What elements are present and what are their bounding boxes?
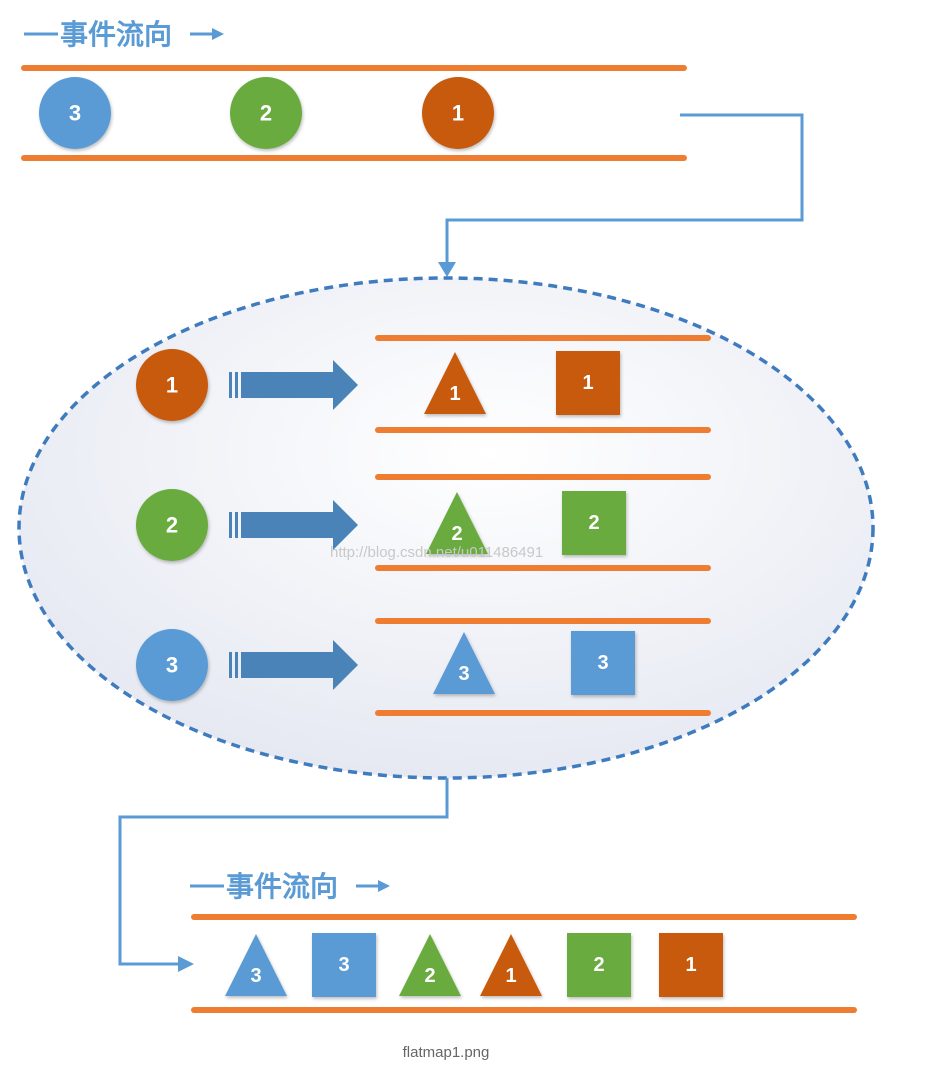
bottom-title: 事件流向 [190,870,390,903]
arrow-stripe [229,512,232,538]
caption: flatmap1.png [403,1044,490,1061]
triangle-shape [399,934,461,996]
event-label: 1 [505,965,516,987]
event-label: 1 [582,372,593,394]
event-circle: 3 [136,629,208,701]
event-square: 3 [312,933,376,997]
bottom-title-text: 事件流向 [226,870,338,903]
circle-shape [136,489,208,561]
event-circle: 3 [39,77,111,149]
triangle-shape [480,934,542,996]
map-arrow-icon [229,360,358,410]
mapping-rows: 1 1 1 2 2 2 3 3 3 [136,335,711,716]
event-triangle: 1 [424,352,486,414]
event-square: 1 [659,933,723,997]
map-arrow-icon [229,500,358,550]
event-label: 3 [458,663,469,685]
top-title: 事件流向 [24,18,224,51]
mapping-row: 3 3 3 [136,618,711,716]
event-label: 3 [69,101,81,126]
square-shape [659,933,723,997]
event-square: 3 [571,631,635,695]
title-arrow-icon [212,28,224,40]
event-label: 2 [260,101,272,126]
arrow-stripe [235,512,238,538]
connector-bottom [118,778,449,966]
event-label: 2 [593,954,604,976]
output-stream: 3 3 2 1 2 1 [191,914,857,1013]
connector-top-arrow-icon [438,262,456,277]
event-triangle: 1 [480,934,542,996]
circle-shape [230,77,302,149]
event-triangle: 3 [225,934,287,996]
input-events: 3 2 1 [39,77,494,149]
square-shape [312,933,376,997]
event-label: 1 [449,383,460,405]
arrow-stripe [235,372,238,398]
event-circle: 2 [230,77,302,149]
mapping-row: 1 1 1 [136,335,711,433]
square-shape [567,933,631,997]
square-shape [562,491,626,555]
arrow-stripe [229,372,232,398]
event-square: 2 [567,933,631,997]
arrow-body [241,500,358,550]
event-circle: 1 [136,349,208,421]
input-stream: 3 2 1 [21,65,687,161]
triangle-shape [424,352,486,414]
connector-bottom-arrow-icon [178,956,194,972]
circle-shape [136,349,208,421]
event-label: 2 [451,523,462,545]
arrow-body [241,360,358,410]
output-events: 3 3 2 1 2 1 [225,933,723,997]
mapping-row: 2 2 2 [136,474,711,571]
event-triangle: 2 [426,492,488,554]
title-arrow-icon [378,880,390,892]
square-shape [556,351,620,415]
triangle-shape [426,492,488,554]
event-label: 3 [338,954,349,976]
event-label: 1 [452,101,464,126]
event-circle: 1 [422,77,494,149]
event-circle: 2 [136,489,208,561]
event-label: 2 [588,512,599,534]
event-label: 2 [166,513,178,538]
event-label: 3 [597,652,608,674]
event-label: 1 [685,954,696,976]
top-title-text: 事件流向 [60,18,172,51]
square-shape [571,631,635,695]
event-square: 2 [562,491,626,555]
circle-shape [39,77,111,149]
connector-top [445,113,804,262]
triangle-shape [433,632,495,694]
event-triangle: 2 [399,934,461,996]
event-triangle: 3 [433,632,495,694]
event-label: 3 [166,653,178,678]
arrow-body [241,640,358,690]
map-arrow-icon [229,640,358,690]
event-label: 3 [250,965,261,987]
arrow-stripe [235,652,238,678]
circle-shape [136,629,208,701]
triangle-shape [225,934,287,996]
event-label: 2 [424,965,435,987]
event-square: 1 [556,351,620,415]
circle-shape [422,77,494,149]
arrow-stripe [229,652,232,678]
watermark: http://blog.csdn.net/u011486491 [330,544,543,561]
event-label: 1 [166,373,178,398]
